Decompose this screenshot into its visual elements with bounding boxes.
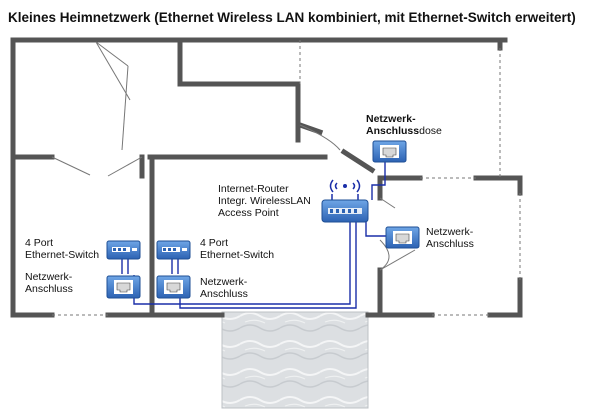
outlet-mid-label-line2: Anschluss xyxy=(200,288,248,300)
router-label-line3: Access Point xyxy=(218,207,279,219)
outlet-top-label-line1: Netzwerk- xyxy=(366,113,416,125)
outlet-mid-label-line1: Netzwerk- xyxy=(200,276,248,288)
switch-mid-label-line2: Ethernet-Switch xyxy=(200,249,275,261)
router-icon xyxy=(321,179,369,223)
walls xyxy=(10,37,523,318)
network-outlet-right-icon xyxy=(385,226,420,249)
outlet-right-label-line2: Anschluss xyxy=(426,238,474,250)
outlet-right-label-line1: Netzwerk- xyxy=(426,226,474,238)
outlet-left-label: Netzwerk- Anschluss xyxy=(25,271,73,295)
diagram-title: Kleines Heimnetzwerk (Ethernet Wireless … xyxy=(8,10,576,25)
switch-left-label-line1: 4 Port xyxy=(25,237,54,249)
outlet-top-label-line2a: Anschluss xyxy=(366,125,420,137)
door-lines xyxy=(51,40,521,316)
switch-left-icon xyxy=(106,240,141,260)
network-outlet-mid-icon xyxy=(156,275,191,299)
switch-mid-icon xyxy=(156,240,191,260)
network-outlet-top-icon xyxy=(372,140,407,163)
router-label-line2: Integr. WirelessLAN xyxy=(218,195,311,207)
router-label: Internet-Router Integr. WirelessLAN Acce… xyxy=(218,183,311,219)
switch-left-label-line2: Ethernet-Switch xyxy=(25,249,100,261)
switch-mid-label: 4 Port Ethernet-Switch xyxy=(200,237,274,261)
outlet-left-label-line1: Netzwerk- xyxy=(25,271,73,283)
outlet-mid-label: Netzwerk- Anschluss xyxy=(200,276,248,300)
router-label-line1: Internet-Router xyxy=(218,183,289,195)
outlet-right-label: Netzwerk- Anschluss xyxy=(426,226,474,250)
outlet-top-label: Netzwerk- Anschlussdose xyxy=(366,113,442,137)
switch-left-label: 4 Port Ethernet-Switch xyxy=(25,237,99,261)
outlet-top-label-line2b: dose xyxy=(419,125,442,137)
outlet-left-label-line2: Anschluss xyxy=(25,283,73,295)
pool-area xyxy=(221,311,369,409)
network-outlet-left-icon xyxy=(106,275,141,299)
switch-mid-label-line1: 4 Port xyxy=(200,237,229,249)
